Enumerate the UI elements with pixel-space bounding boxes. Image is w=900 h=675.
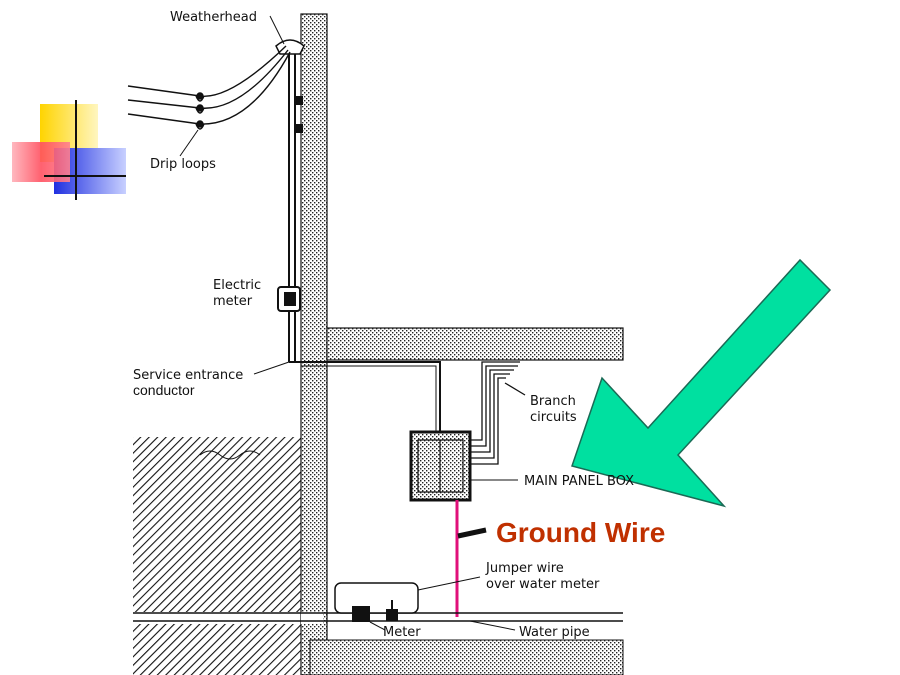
label-jumper-wire-line1: Jumper wire [485, 561, 564, 576]
leader-line [504, 382, 526, 396]
leader-line [417, 576, 481, 591]
jumper-wire [334, 582, 419, 614]
label-main-panel-box: MAIN PANEL BOX [524, 474, 634, 489]
insulator [196, 120, 204, 128]
pipe-gap [133, 612, 301, 624]
water-system [133, 576, 623, 631]
label-branch-circuits-line2: circuits [530, 410, 577, 425]
leader-line [469, 620, 516, 631]
floor-slab [326, 327, 624, 361]
label-jumper-wire-line2: over water meter [486, 577, 600, 592]
main-panel-box [409, 430, 518, 502]
earth-ground [133, 437, 301, 675]
service-mast [275, 39, 305, 363]
drip-loop [199, 49, 289, 109]
drip-loop [195, 107, 205, 114]
service-wire [127, 85, 201, 97]
soil-mark [199, 450, 261, 460]
weatherhead-cap [275, 39, 305, 55]
strap [294, 96, 303, 105]
electric-meter-dial [284, 292, 296, 306]
ground-wire-pointer [457, 527, 487, 539]
water-meter [352, 606, 370, 622]
label-service-entrance-line2: conductor [133, 382, 195, 398]
insulator [196, 104, 204, 112]
insulator [196, 92, 204, 100]
house-wall [300, 13, 624, 675]
service-wire [127, 99, 201, 109]
branch-wire [470, 365, 518, 447]
label-meter: Meter [383, 625, 421, 640]
conductor-run [301, 365, 437, 432]
branch-circuits [470, 361, 526, 465]
basement-floor [309, 639, 624, 675]
label-weatherhead: Weatherhead [170, 10, 257, 25]
leader-line [269, 15, 285, 45]
leader-line [179, 129, 199, 157]
label-ground-wire: Ground Wire [496, 517, 665, 548]
leader-line [369, 621, 386, 631]
label-water-pipe: Water pipe [519, 625, 590, 640]
label-service-entrance-line1: Service entrance [133, 368, 243, 383]
decorative-squares [12, 100, 126, 200]
label-drip-loops: Drip loops [150, 157, 216, 172]
conductor-run [301, 361, 441, 432]
strap [294, 124, 303, 133]
drip-loop [199, 45, 287, 97]
valve [386, 609, 398, 621]
service-drop [127, 45, 291, 130]
soil-hatching [133, 437, 301, 675]
wall-pipe-hole [301, 612, 323, 624]
label-branch-circuits-line1: Branch [530, 394, 576, 409]
drip-loop [199, 51, 291, 125]
drip-loop [195, 123, 205, 130]
label-electric-meter-line2: meter [213, 294, 253, 309]
leader-line [253, 361, 290, 375]
branch-wire [470, 377, 506, 465]
branch-wire [470, 373, 510, 459]
green-pointer-arrow [571, 258, 832, 508]
service-wire [127, 113, 201, 125]
service-entrance-conductor [301, 361, 441, 432]
branch-wire [470, 369, 514, 453]
branch-wire [470, 361, 520, 441]
drip-loop [195, 95, 205, 102]
label-electric-meter-line1: Electric [213, 278, 261, 293]
exterior-wall [300, 13, 328, 675]
